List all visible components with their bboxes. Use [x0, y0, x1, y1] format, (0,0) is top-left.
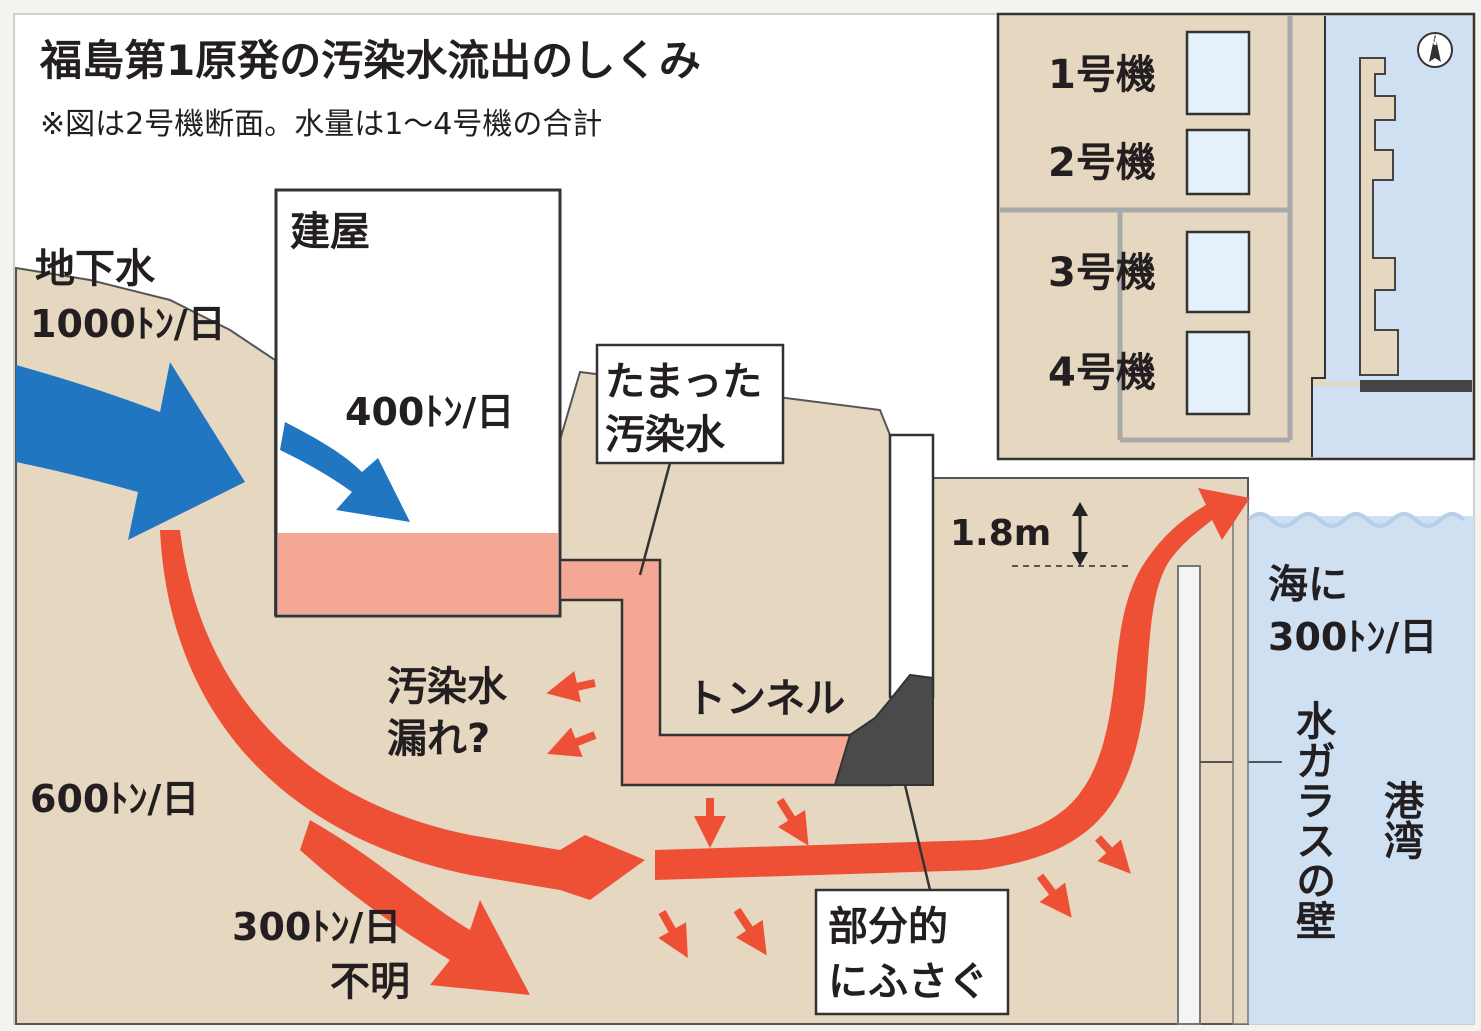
pooled-callout-box — [595, 343, 785, 465]
partial-plug — [833, 673, 934, 786]
to-sea-line2: 300ﾄﾝ/日 — [1268, 615, 1437, 659]
inset-unit-box — [1185, 330, 1251, 416]
unknown-amount: 300ﾄﾝ/日 — [232, 905, 401, 949]
north-symbol: N — [1429, 37, 1437, 48]
through-ground-amount: 600ﾄﾝ/日 — [30, 777, 199, 821]
height-label: 1.8m — [950, 513, 1051, 554]
pooled-water-building — [278, 533, 558, 614]
inset-sea-lower — [1312, 386, 1472, 457]
unknown-label: 不明 — [330, 959, 410, 1005]
height-arrow — [1072, 502, 1088, 566]
unit-label: 2号機 — [1048, 140, 1156, 186]
leak-label-line2: 漏れ? — [387, 716, 490, 762]
into-building-arrow — [280, 422, 410, 522]
tunnel-label: トンネル — [686, 676, 845, 722]
shaft — [888, 433, 935, 699]
water-glass-wall — [1177, 565, 1201, 1025]
sea-area — [1248, 516, 1474, 1024]
leak-arrow — [776, 797, 809, 846]
groundwater-label: 地下水 — [35, 246, 156, 292]
leak-arrow — [547, 727, 597, 758]
wall-label: 水ガラスの壁 — [1289, 700, 1336, 940]
leak-arrow — [1095, 835, 1131, 874]
partial-callout-box — [814, 888, 1010, 1016]
pooled-label-line2: 汚染水 — [605, 412, 726, 458]
leak-arrow — [546, 671, 596, 703]
inset-pier — [1360, 380, 1472, 392]
pooled-callout-pointer — [638, 462, 672, 576]
sea-surface — [1246, 512, 1466, 528]
unit-label: 3号機 — [1048, 250, 1156, 296]
partial-callout-pointer — [903, 784, 932, 891]
seaside-edge — [1232, 497, 1249, 1025]
leak-label-line1: 汚染水 — [387, 664, 508, 710]
partial-label-line1: 部分的 — [828, 904, 948, 950]
leak-arrow — [658, 910, 688, 958]
leak-arrow — [733, 907, 767, 956]
leak-arrows — [546, 671, 1131, 958]
inset-coast — [1311, 16, 1326, 457]
groundwater-amount: 1000ﾄﾝ/日 — [30, 302, 226, 346]
groundwater-arrow — [16, 362, 245, 540]
harbor-label: 港湾 — [1377, 780, 1424, 860]
into-building-amount: 400ﾄﾝ/日 — [345, 390, 514, 434]
contaminated-flow-main — [160, 530, 645, 900]
subtitle: ※図は2号機断面。水量は1〜4号機の合計 — [40, 107, 602, 142]
unit-label: 1号機 — [1048, 52, 1156, 98]
title: 福島第1原発の汚染水流出のしくみ — [39, 36, 701, 85]
inset-breakwater — [1359, 57, 1399, 376]
inset-sea — [1325, 16, 1472, 382]
to-sea-line1: 海に — [1268, 562, 1348, 608]
leak-arrow — [1036, 873, 1072, 918]
contaminated-flow-unknown — [300, 820, 530, 995]
contaminated-flow-to-sea — [655, 488, 1250, 880]
pooled-label-line1: たまった — [605, 359, 762, 405]
building-label: 建屋 — [290, 209, 370, 255]
inset-unit-box — [1185, 30, 1251, 116]
north-arrow-icon — [1429, 34, 1441, 62]
unit-label: 4号機 — [1048, 350, 1156, 396]
partial-label-line2: にふさぐ — [828, 959, 988, 1005]
inset-unit-box — [1185, 128, 1251, 196]
plant-inset-map — [996, 12, 1476, 461]
inset-unit-box — [1185, 230, 1251, 314]
